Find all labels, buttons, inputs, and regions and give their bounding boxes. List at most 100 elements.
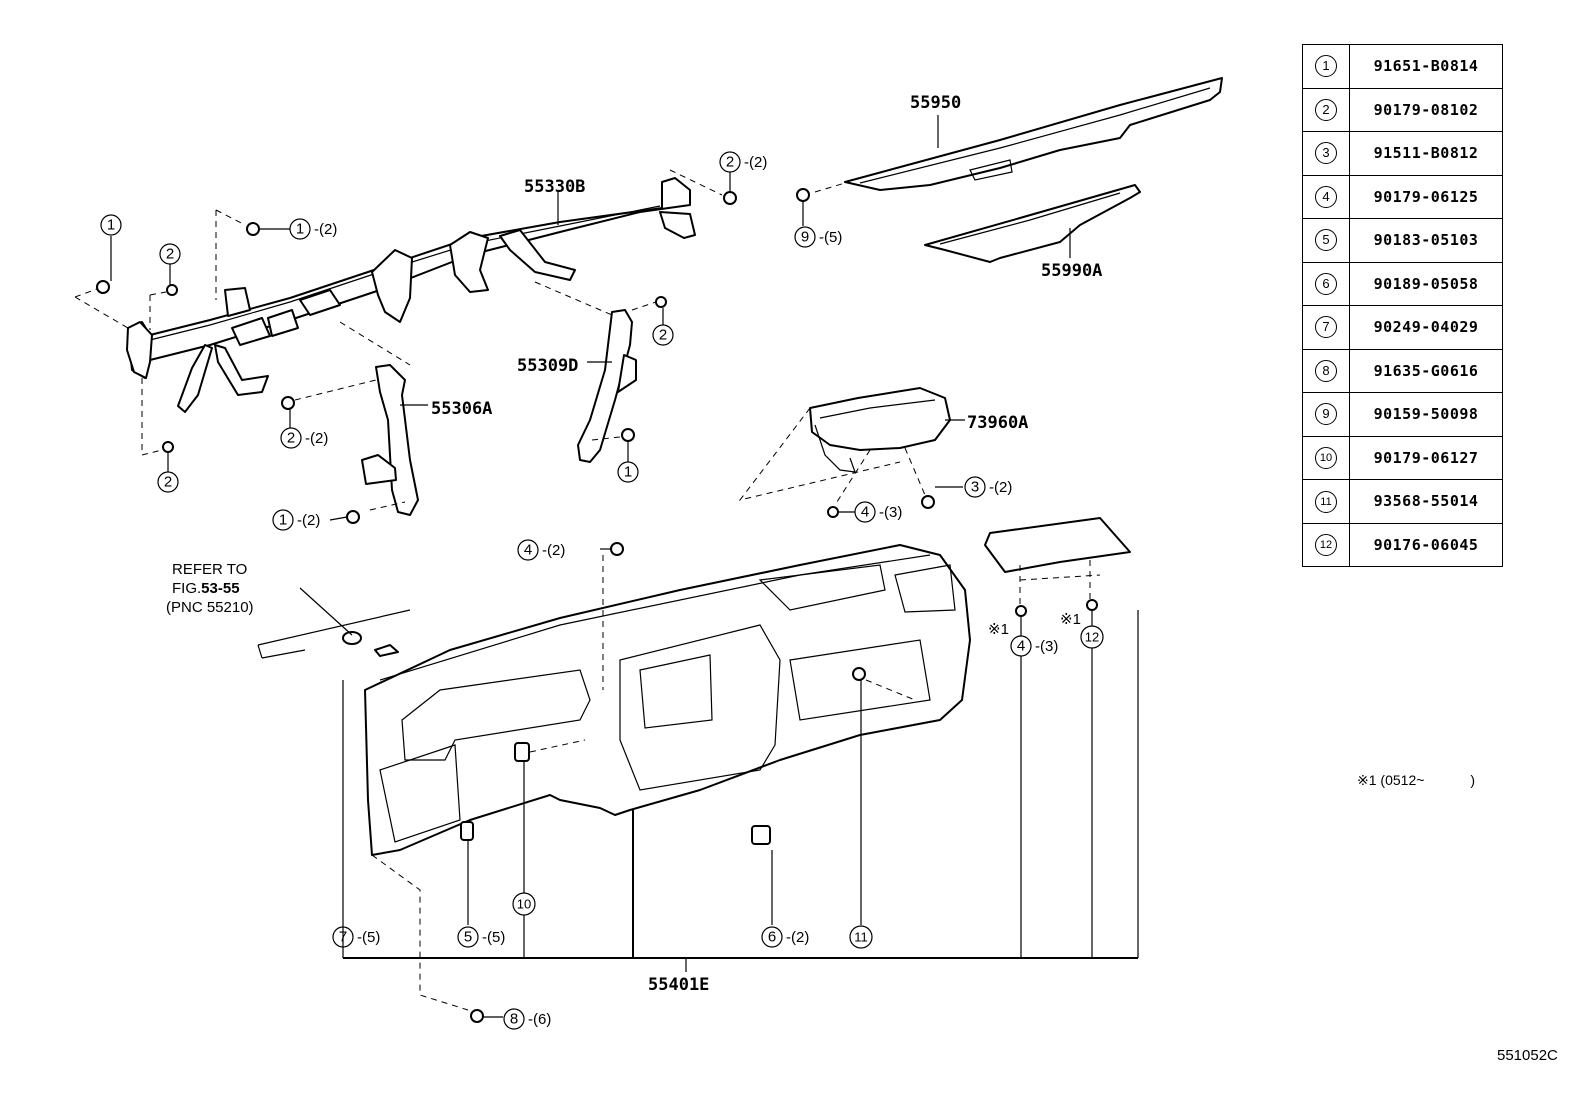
svg-text:11: 11 (854, 930, 868, 945)
callout-5: 5 -(5) (457, 926, 505, 948)
part-number: 91635-G0616 (1349, 348, 1503, 393)
callout-11: 11 (849, 925, 873, 949)
svg-text:(PNC 55210): (PNC 55210) (166, 599, 254, 616)
svg-text:2: 2 (287, 430, 295, 447)
callout-4-top: 4 -(2) (517, 539, 565, 561)
part-number: 90179-08102 (1349, 87, 1503, 132)
nut-icon (162, 441, 174, 453)
leader-lines (110, 115, 1139, 1018)
glove-box-door[interactable] (984, 517, 1131, 573)
svg-text:4: 4 (1017, 638, 1025, 655)
callout-4-airbag: 4 -(3) (854, 501, 902, 523)
callout-12: ※1 12 (1060, 611, 1104, 649)
callout-3: 3 -(2) (964, 476, 1012, 498)
bolt-icon (921, 495, 935, 509)
callout-9: 9 -(5) (794, 226, 842, 248)
side-defroster-nozzle (257, 609, 411, 659)
svg-text:※1: ※1 (1060, 611, 1081, 628)
svg-text:3: 3 (971, 479, 979, 496)
panel-55950[interactable] (844, 77, 1223, 191)
parts-table-row: 11 93568-55014 (1302, 479, 1503, 524)
svg-text:-(5): -(5) (482, 929, 505, 946)
footnote-text: (0512~ (1380, 772, 1425, 788)
airbag-module-73960a[interactable] (809, 387, 951, 473)
callout-7: 7 -(5) (332, 926, 380, 948)
svg-text:12: 12 (1085, 630, 1099, 645)
part-number: 93568-55014 (1349, 479, 1503, 524)
callout-1-bottom: 1 -(2) (272, 509, 320, 531)
assembly-guide-lines (74, 169, 1101, 1011)
ref-cell: 7 (1302, 305, 1350, 350)
svg-text:8: 8 (510, 1011, 518, 1028)
part-number: 90176-06045 (1349, 522, 1503, 567)
nut-icon (610, 542, 624, 556)
brace-55309d[interactable] (577, 309, 637, 463)
nut-icon (166, 284, 178, 296)
ref-number: 11 (1315, 490, 1337, 513)
label-73960a: 73960A (967, 413, 1028, 433)
svg-text:-(3): -(3) (1035, 638, 1058, 655)
clip-icon (751, 825, 771, 845)
svg-text:-(2): -(2) (305, 430, 328, 447)
part-number: 90159-50098 (1349, 392, 1503, 437)
svg-text:6: 6 (768, 929, 776, 946)
callout-2-left-top: 2 (159, 243, 181, 265)
svg-text:-(2): -(2) (542, 542, 565, 559)
screw-icon (1086, 599, 1098, 611)
callout-8: 8 -(6) (503, 1008, 551, 1030)
svg-text:10: 10 (517, 897, 531, 912)
ref-cell: 8 (1302, 348, 1350, 393)
part-number: 90189-05058 (1349, 261, 1503, 306)
panel-55990a[interactable] (924, 184, 1141, 263)
part-number: 91511-B0812 (1349, 131, 1503, 176)
part-number: 90249-04029 (1349, 305, 1503, 350)
parts-table-row: 6 90189-05058 (1302, 261, 1503, 306)
callout-1-left: 1 (100, 214, 122, 236)
ref-number: 1 (1315, 55, 1337, 78)
ref-number: 6 (1315, 272, 1337, 295)
ref-cell: 5 (1302, 218, 1350, 263)
svg-text:2: 2 (726, 154, 734, 171)
ref-cell: 6 (1302, 261, 1350, 306)
svg-text:2: 2 (164, 474, 172, 491)
nut-icon (723, 191, 737, 205)
nut-icon (281, 396, 295, 410)
svg-text:REFER TO: REFER TO (172, 561, 247, 578)
callout-2-55309d: 2 (652, 324, 674, 346)
svg-text:-(2): -(2) (744, 154, 767, 171)
nut-icon (1015, 605, 1027, 617)
callout-4-glove-box: ※1 4 -(3) (988, 621, 1058, 657)
callout-1-55309d: 1 (617, 461, 639, 483)
parts-table-row: 8 91635-G0616 (1302, 348, 1503, 393)
label-55950: 55950 (910, 93, 961, 113)
callout-2-mid: 2 -(2) (280, 427, 328, 449)
ref-cell: 3 (1302, 131, 1350, 176)
instrument-panel-reinforcement-55330b[interactable] (126, 177, 696, 413)
instrument-panel-55401e[interactable] (364, 544, 971, 856)
footnote: ※1 (0512~) (1357, 772, 1476, 788)
ref-number: 8 (1315, 359, 1337, 382)
svg-text:5: 5 (464, 929, 472, 946)
svg-text:-(6): -(6) (528, 1011, 551, 1028)
label-55309d: 55309D (517, 356, 578, 376)
svg-text:1: 1 (296, 221, 304, 238)
brace-55306a[interactable] (361, 364, 419, 516)
svg-text:※1: ※1 (988, 621, 1009, 638)
callout-10: 10 (512, 892, 536, 916)
ref-cell: 9 (1302, 392, 1350, 437)
footnote-mark: ※1 (1357, 772, 1377, 788)
part-number: 91651-B0814 (1349, 44, 1503, 89)
clip-icon (460, 821, 474, 841)
callout-2-left-bottom: 2 (157, 471, 179, 493)
ref-number: 10 (1315, 447, 1337, 470)
ref-number: 4 (1315, 185, 1337, 208)
svg-text:1: 1 (107, 217, 115, 234)
